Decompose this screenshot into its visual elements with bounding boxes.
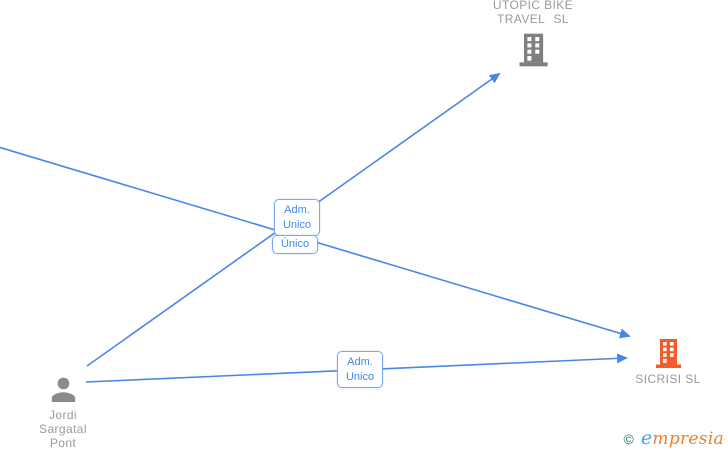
person-name-line: Pont xyxy=(49,436,77,450)
empresia-logo-initial: e xyxy=(640,427,653,449)
company-name-line: UTOPIC BIKE xyxy=(492,0,574,12)
edge-label-adm-unico-bottom: Adm. Unico xyxy=(337,351,383,388)
edge-label-text: Adm. xyxy=(284,203,310,216)
copyright-icon: © xyxy=(623,431,634,447)
empresia-logo: empresia xyxy=(641,427,724,449)
building-icon-highlight[interactable] xyxy=(652,337,684,370)
person-icon[interactable] xyxy=(45,370,82,408)
company-name-line: TRAVEL SL xyxy=(497,12,569,26)
empresia-watermark: © empresia xyxy=(624,427,724,449)
node-label-jordi-sargatal-pont[interactable]: Jordi Sargatal Pont xyxy=(13,408,113,450)
edge-label-text: Único xyxy=(280,238,310,250)
edge-label-text: Adm. xyxy=(347,355,373,368)
empresia-logo-rest: mpresia xyxy=(652,429,724,449)
edge-label-unico: Único xyxy=(272,235,318,254)
company-name-line: SICRISI SL xyxy=(635,372,701,386)
edge-label-adm-unico-top: Adm. Unico xyxy=(274,199,320,236)
node-label-utopic-bike-travel[interactable]: UTOPIC BIKE TRAVEL SL xyxy=(458,0,608,26)
person-name-line: Jordi xyxy=(48,408,77,422)
edge-label-text: Unico xyxy=(345,370,375,383)
person-name-line: Sargatal xyxy=(39,422,87,436)
building-icon[interactable] xyxy=(515,31,551,69)
edge-label-text: Unico xyxy=(282,218,312,231)
node-label-sicrisi[interactable]: SICRISI SL xyxy=(610,372,726,386)
